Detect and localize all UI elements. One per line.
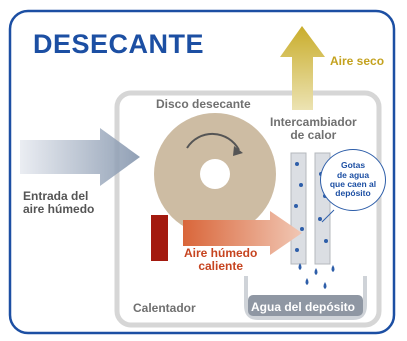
- rotation-arrowhead-icon: [233, 146, 243, 156]
- hot-humid-air-label: Aire húmedo caliente: [184, 247, 257, 272]
- heater: [151, 215, 168, 261]
- rotation-arrow-icon: [186, 132, 240, 151]
- gotas-line4: depósito: [335, 188, 371, 199]
- humid-air-inlet-label: Entrada del aire húmedo: [23, 190, 94, 215]
- tank-water-label: Agua del depósito: [251, 300, 356, 314]
- aire-humedo-line2: caliente: [198, 258, 244, 273]
- desiccant-disc-label: Disco desecante: [156, 97, 251, 111]
- gotas-line2: de agua: [336, 169, 370, 180]
- water-drops-callout: Gotas de agua que caen al depósito: [320, 149, 386, 211]
- disc-hub: [200, 159, 230, 189]
- aire-humedo-line1: Aire húmedo: [184, 246, 258, 260]
- housing-outline: [114, 90, 382, 328]
- heat-exchanger-label-line2: de calor: [290, 127, 337, 142]
- entrada-line1: Entrada del: [23, 189, 89, 203]
- callout-pointer: [321, 209, 335, 223]
- hot-humid-air-arrow: [183, 211, 302, 255]
- dry-air-label: Aire seco: [330, 54, 385, 68]
- dry-air-arrow: [280, 26, 325, 110]
- gotas-line3: que caen al: [329, 179, 377, 189]
- heater-label: Calentador: [133, 301, 196, 315]
- water-tank: [244, 276, 367, 320]
- heat-exchanger-column-left: [290, 152, 307, 265]
- diagram-title: DESECANTE: [33, 29, 205, 59]
- heat-exchanger-label-line1: Intercambiador: [270, 115, 357, 129]
- heat-exchanger-label: Intercambiador de calor: [270, 116, 357, 141]
- entrada-line2: aire húmedo: [23, 201, 95, 216]
- inlet-air-arrow: [20, 128, 140, 186]
- falling-drops: [298, 263, 335, 289]
- tank-water: [248, 295, 363, 316]
- gotas-line1: Gotas: [340, 160, 366, 171]
